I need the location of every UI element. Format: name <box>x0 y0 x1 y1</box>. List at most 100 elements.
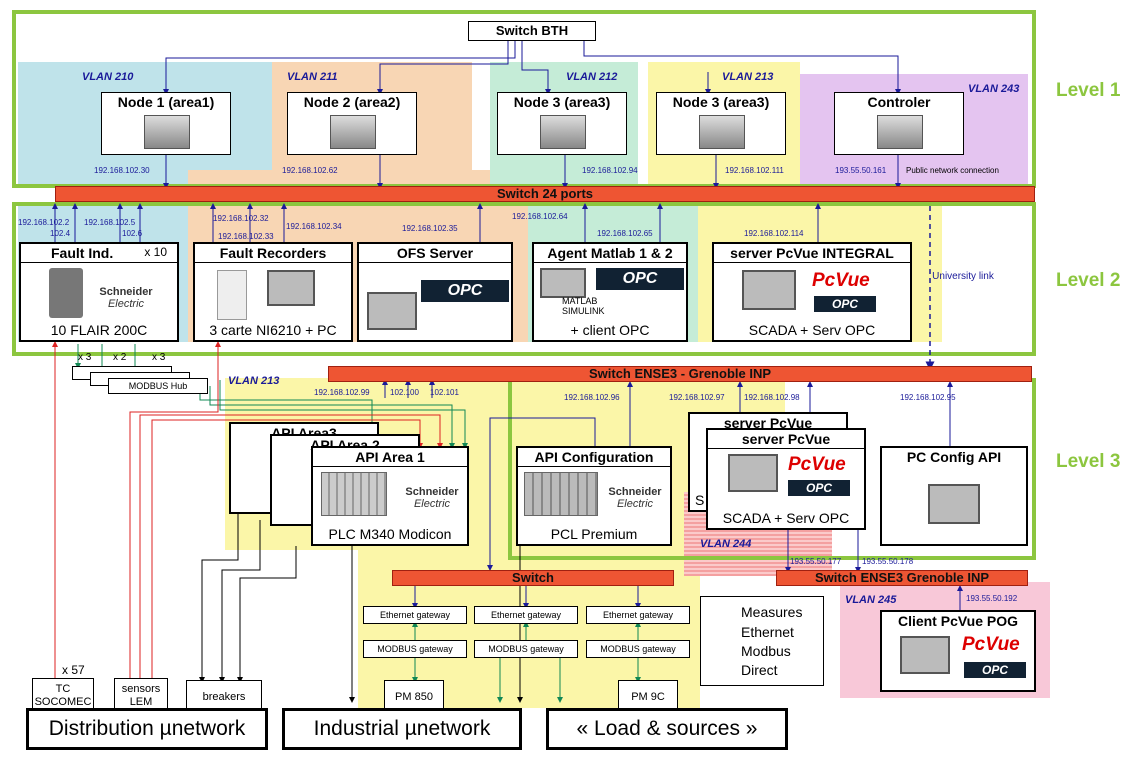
node-3-area3[interactable]: Node 3 (area3) <box>497 92 627 155</box>
ip-fi-1: 192.168.102.2 <box>18 218 70 227</box>
ip-agent-2: 192.168.102.65 <box>597 229 653 238</box>
pcvue-logo: PcVue <box>962 634 1020 655</box>
switch-ense3-grenoble[interactable]: Switch ENSE3 Grenoble INP <box>776 570 1028 586</box>
ofs-title: OFS Server <box>359 244 511 263</box>
ip-fr-2: 192.168.102.33 <box>218 232 274 241</box>
node-controler[interactable]: Controler <box>834 92 964 155</box>
vlan-213-label-l3: VLAN 213 <box>228 375 280 387</box>
srv2-title: server PcVue <box>708 430 864 449</box>
server-icon <box>144 115 190 149</box>
plc-icon <box>321 472 387 516</box>
ip-node4: 192.168.102.111 <box>725 166 784 175</box>
client-title: Client PcVue POG <box>897 613 1019 629</box>
ethernet-gateway-1[interactable]: Ethernet gateway <box>363 606 467 624</box>
api3-breakers-line <box>199 510 239 683</box>
bth-node3-line <box>521 40 551 95</box>
modbus-gateway-3[interactable]: MODBUS gateway <box>586 640 690 658</box>
pcvue-integral-bottom: SCADA + Serv OPC <box>748 322 876 338</box>
industrial-network-box[interactable]: Industrial µnetwork <box>282 708 522 750</box>
ip-node2: 192.168.102.62 <box>282 166 338 175</box>
vlan-210-label: VLAN 210 <box>82 71 134 83</box>
node-4-title: Node 3 (area3) <box>672 94 770 110</box>
vlan-211-label: VLAN 211 <box>287 71 338 83</box>
node-4-area3[interactable]: Node 3 (area3) <box>656 92 786 155</box>
ip-node1: 192.168.102.30 <box>94 166 150 175</box>
bth-ctrl-line <box>583 40 901 95</box>
ni-card-icon <box>217 270 247 320</box>
pc-config-api-box[interactable]: PC Config API <box>880 446 1028 546</box>
server-pcvue-2-box[interactable]: server PcVue PcVue OPC SCADA + Serv OPC <box>706 428 866 530</box>
server-icon <box>330 115 376 149</box>
controler-title: Controler <box>867 94 931 110</box>
ip-fr-1: 192.168.102.32 <box>213 214 269 223</box>
api2-breakers-line <box>219 520 261 683</box>
ethernet-gateway-3[interactable]: Ethernet gateway <box>586 606 690 624</box>
node-1-area1[interactable]: Node 1 (area1) <box>101 92 231 155</box>
pcconf-title: PC Config API <box>906 449 1002 465</box>
load-sources-box[interactable]: « Load & sources » <box>546 708 788 750</box>
fault-indicator-device-icon <box>49 268 83 318</box>
legend-direct: Direct <box>741 662 778 678</box>
socomec-label: SOCOMEC <box>34 696 92 708</box>
opc-logo: OPC <box>814 296 876 312</box>
pc-icon <box>728 454 778 492</box>
pc-icon <box>367 292 417 330</box>
ip-apic: 192.168.102.96 <box>564 393 620 402</box>
server-icon <box>540 115 586 149</box>
vlan-213-label: VLAN 213 <box>722 71 774 83</box>
pc-icon <box>928 484 980 524</box>
ethernet-gateway-2[interactable]: Ethernet gateway <box>474 606 578 624</box>
ip-pcconf: 192.168.102.95 <box>900 393 956 402</box>
pc-icon <box>267 270 315 306</box>
agent-bottom: + client OPC <box>570 322 650 338</box>
switch-lower[interactable]: Switch <box>392 570 674 586</box>
distribution-network-box[interactable]: Distribution µnetwork <box>26 708 268 750</box>
api1-title: API Area 1 <box>313 448 467 467</box>
ip-client: 193.55.50.192 <box>966 594 1018 603</box>
ip-agent-1: 192.168.102.64 <box>512 212 568 221</box>
fault-ind-mult: x 10 <box>144 245 167 259</box>
pcvue-logo: PcVue <box>788 454 846 475</box>
modbus-gateway-1[interactable]: MODBUS gateway <box>363 640 467 658</box>
client-pcvue-pog-box[interactable]: Client PcVue POG PcVue OPC <box>880 610 1036 692</box>
hub-mult-1: x 3 <box>78 352 92 363</box>
api1-breakers-line <box>237 546 297 683</box>
lem-label: LEM <box>129 696 153 708</box>
vlan-212-label: VLAN 212 <box>566 71 618 83</box>
fault-recorders-box[interactable]: Fault Recorders 3 carte NI6210 + PC <box>193 242 353 342</box>
pcvue-integral-box[interactable]: server PcVue INTEGRAL PcVue OPC SCADA + … <box>712 242 912 342</box>
level-3-label: Level 3 <box>1056 451 1121 472</box>
level-1-label: Level 1 <box>1056 80 1121 101</box>
legend-ethernet: Ethernet <box>741 624 794 640</box>
srv1-title: server PcVue <box>723 415 813 431</box>
public-network-label: Public network connection <box>906 166 999 175</box>
ip-ofs: 192.168.102.35 <box>402 224 458 233</box>
ip-fi-4: 102.6 <box>122 229 143 238</box>
ofs-server-box[interactable]: OFS Server OPC <box>357 242 513 342</box>
pcvue-integral-title: server PcVue INTEGRAL <box>714 244 910 263</box>
pc-icon <box>540 268 586 298</box>
node-2-title: Node 2 (area2) <box>303 94 401 110</box>
modbus-hub[interactable]: MODBUS Hub <box>108 378 208 394</box>
lem-api-line-2 <box>139 414 443 680</box>
switch-bth[interactable]: Switch BTH <box>468 21 596 41</box>
switch-24-ports[interactable]: Switch 24 ports <box>55 186 1035 202</box>
tc-mult: x 57 <box>62 663 85 677</box>
node-2-area2[interactable]: Node 2 (area2) <box>287 92 417 155</box>
fault-rec-title: Fault Recorders <box>195 244 351 263</box>
legend-modbus: Modbus <box>741 643 791 659</box>
apic-left-line <box>487 417 596 571</box>
switch-ense3[interactable]: Switch ENSE3 - Grenoble INP <box>328 366 1032 382</box>
university-link-label: University link <box>932 271 994 282</box>
opc-logo: OPC <box>421 280 509 302</box>
level-2-label: Level 2 <box>1056 270 1121 291</box>
srv-bottom: SCADA + Serv OPC <box>722 510 850 526</box>
modbus-gateway-2[interactable]: MODBUS gateway <box>474 640 578 658</box>
lem-fr-line <box>129 341 221 680</box>
hub-api-line-3 <box>219 380 468 449</box>
ip-sw-2: 193.55.50.178 <box>862 557 914 566</box>
